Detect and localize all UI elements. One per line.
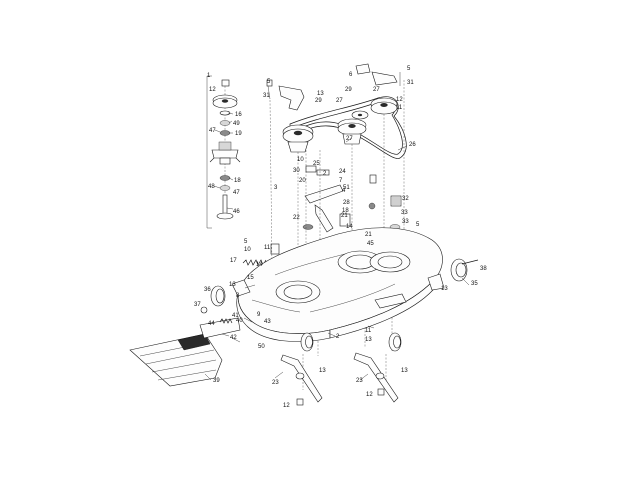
discharge-chute [129, 317, 241, 387]
callout-label: 4 [342, 188, 346, 194]
callout-label: 2 [323, 171, 327, 177]
callout-label: 41 [232, 313, 239, 319]
callout-label: 17 [230, 258, 237, 264]
callout-label: 13 [317, 91, 324, 97]
callout-label: 51 [343, 185, 350, 191]
deck-belt [289, 96, 407, 159]
callout-label: 18 [234, 178, 241, 184]
callout-label: 37 [194, 302, 201, 308]
callout-label: 14 [346, 224, 353, 230]
callout-label: 29 [345, 87, 352, 93]
idler-arm-assembly [302, 150, 344, 255]
callout-label: 44 [208, 321, 215, 327]
callout-label: 13 [319, 368, 326, 374]
callout-label: 3 [274, 185, 278, 191]
spindle-assembly-exploded [206, 75, 241, 229]
callout-label: 35 [471, 281, 478, 287]
callout-label: 20 [299, 178, 306, 184]
callout-label: 27 [373, 87, 380, 93]
callout-label: 15 [247, 275, 254, 281]
callout-label: 5 [407, 66, 411, 72]
callout-label: 21 [341, 213, 348, 219]
callout-label: 46 [233, 209, 240, 215]
callout-labels: 1 12 16 49 19 47 18 47 48 46 5 31 13 29 … [194, 66, 487, 409]
callout-label: 11 [264, 245, 271, 251]
callout-label: 1 [207, 73, 211, 79]
callout-label: 6 [349, 72, 353, 78]
callout-label: 47 [209, 128, 216, 134]
right-idler-bracket [355, 63, 401, 86]
callout-label: 33 [401, 210, 408, 216]
callout-label: 29 [315, 98, 322, 104]
right-spindle-pulley [351, 97, 398, 120]
center-spindle-pulley [337, 118, 367, 145]
callout-label: 19 [235, 131, 242, 137]
callout-label: 12 [209, 87, 216, 93]
left-blade [280, 354, 323, 406]
callout-label: 13 [229, 282, 236, 288]
callout-label: 9 [257, 312, 261, 318]
callout-label: 5 [416, 222, 420, 228]
callout-label: 22 [293, 215, 300, 221]
callout-label: 27 [346, 136, 353, 142]
callout-label: 13 [365, 337, 372, 343]
callout-label: 33 [402, 219, 409, 225]
right-blade [353, 352, 399, 403]
callout-label: 36 [204, 287, 211, 293]
callout-label: 24 [339, 169, 346, 175]
callout-label: 16 [235, 112, 242, 118]
callout-label: 48 [208, 184, 215, 190]
callout-label: 39 [213, 378, 220, 384]
callout-label: 12 [396, 97, 403, 103]
callout-label: 26 [409, 142, 416, 148]
callout-label: 31 [407, 80, 414, 86]
callout-label: 38 [480, 266, 487, 272]
callout-label: 23 [356, 378, 363, 384]
callout-label: 10 [244, 247, 251, 253]
callout-label: 27 [336, 98, 343, 104]
callout-label: 13 [441, 286, 448, 292]
deck-spring [242, 243, 280, 266]
callout-label: 7 [339, 178, 343, 184]
front-left-wheel [200, 285, 226, 314]
callout-label: 43 [264, 319, 271, 325]
callout-label: 10 [297, 157, 304, 163]
callout-label: 40 [236, 318, 243, 324]
callout-label: 14 [256, 262, 263, 268]
callout-label: 30 [293, 168, 300, 174]
callout-label: 45 [367, 241, 374, 247]
callout-leaders [204, 112, 470, 381]
mower-deck [231, 227, 445, 342]
callout-label: 5 [244, 239, 248, 245]
callout-label: 49 [233, 121, 240, 127]
callout-label: 31 [263, 93, 270, 99]
left-idler-bracket [266, 79, 305, 111]
callout-label: 5 [267, 79, 271, 85]
callout-label: 13 [401, 368, 408, 374]
callout-label: 18 [342, 208, 349, 214]
callout-label: 2 [336, 334, 340, 340]
callout-label: 50 [258, 344, 265, 350]
callout-label: 32 [402, 196, 409, 202]
callout-label: 11 [365, 328, 372, 334]
callout-label: 12 [283, 403, 290, 409]
callout-label: 23 [272, 380, 279, 386]
callout-label: 42 [230, 335, 237, 341]
right-gauge-wheel [450, 258, 479, 282]
callout-label: 47 [233, 190, 240, 196]
left-spindle-pulley [282, 124, 314, 153]
rear-right-wheel [388, 332, 402, 352]
callout-label: 11 [396, 105, 403, 111]
callout-label: 28 [343, 200, 350, 206]
callout-label: 25 [313, 161, 320, 167]
callout-label: 8 [236, 293, 240, 299]
callout-label: 21 [365, 232, 372, 238]
rear-left-wheel [300, 332, 314, 352]
callout-label: 12 [366, 392, 373, 398]
